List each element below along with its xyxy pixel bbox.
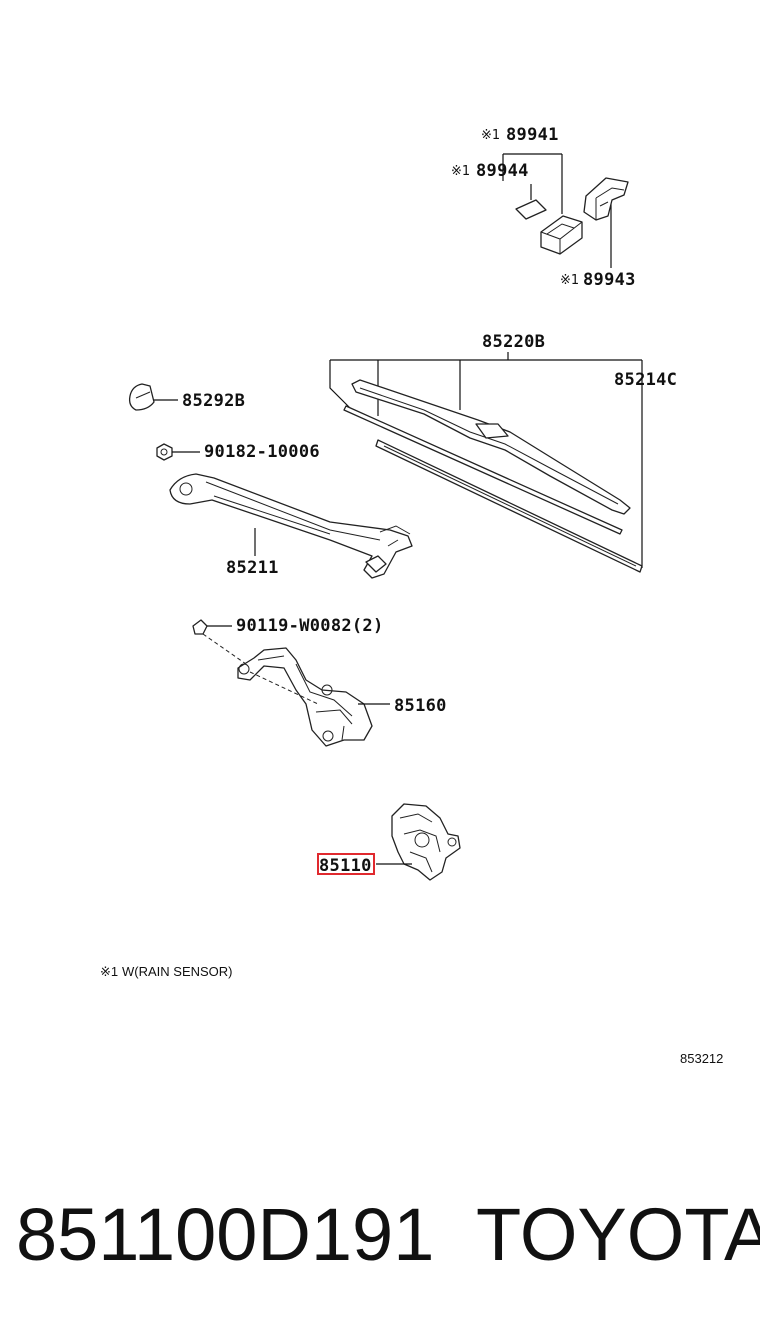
bolt-shape xyxy=(192,619,208,635)
part-number: 851100D191 xyxy=(16,1193,435,1276)
diagram-reference-code: 853212 xyxy=(680,1051,723,1066)
blade-rubber-shape xyxy=(375,439,643,573)
label-85220B[interactable]: 85220B xyxy=(482,332,545,352)
label-85292B[interactable]: 85292B xyxy=(182,391,245,411)
sensor-pad-shape xyxy=(515,199,547,220)
cap-group: 85292B xyxy=(128,383,245,411)
cap-shape xyxy=(128,383,155,411)
label-85110[interactable]: 85110 xyxy=(319,856,372,876)
label-85211[interactable]: 85211 xyxy=(226,558,279,578)
bolt-axis-line xyxy=(202,633,247,665)
wiper-blade-group: 85220B 85214C xyxy=(329,332,677,573)
motor-group: 85110 xyxy=(317,803,461,881)
mark-89944: ※1 xyxy=(451,164,470,179)
wiper-arm-group: 85211 xyxy=(169,473,413,579)
link-group: 85160 xyxy=(237,647,447,747)
highlight-85110 xyxy=(317,853,375,875)
nut-shape xyxy=(156,443,173,461)
label-90182-10006[interactable]: 90182-10006 xyxy=(204,442,320,462)
rain-sensor-group: ※1 89941 ※1 89944 ※1 89943 xyxy=(451,125,636,290)
label-89941[interactable]: 89941 xyxy=(506,125,559,145)
leader-89941 xyxy=(502,153,563,214)
note-text: W(RAIN SENSOR) xyxy=(122,964,233,979)
label-90119-W0082[interactable]: 90119-W0082(2) xyxy=(236,616,384,636)
sensor-unit-shape xyxy=(540,215,583,255)
mark-89943: ※1 xyxy=(560,273,579,288)
note-mark: ※1 xyxy=(100,964,118,979)
label-89944[interactable]: 89944 xyxy=(476,161,529,181)
label-89943[interactable]: 89943 xyxy=(583,270,636,290)
wiper-arm-shape xyxy=(169,473,413,579)
sensor-cover-shape xyxy=(583,177,629,221)
nut-group: 90182-10006 xyxy=(156,442,320,462)
label-85214C[interactable]: 85214C xyxy=(614,370,677,390)
bolt-group: 90119-W0082(2) xyxy=(192,616,384,665)
wiper-link-shape xyxy=(237,647,373,747)
wiper-motor-shape xyxy=(391,803,461,881)
label-85160[interactable]: 85160 xyxy=(394,696,447,716)
part-footer: 851100D191 TOYOTA xyxy=(0,1190,760,1280)
brand-name: TOYOTA xyxy=(476,1193,760,1276)
wiper-blade-shape xyxy=(343,379,631,535)
mark-89941: ※1 xyxy=(481,128,500,143)
